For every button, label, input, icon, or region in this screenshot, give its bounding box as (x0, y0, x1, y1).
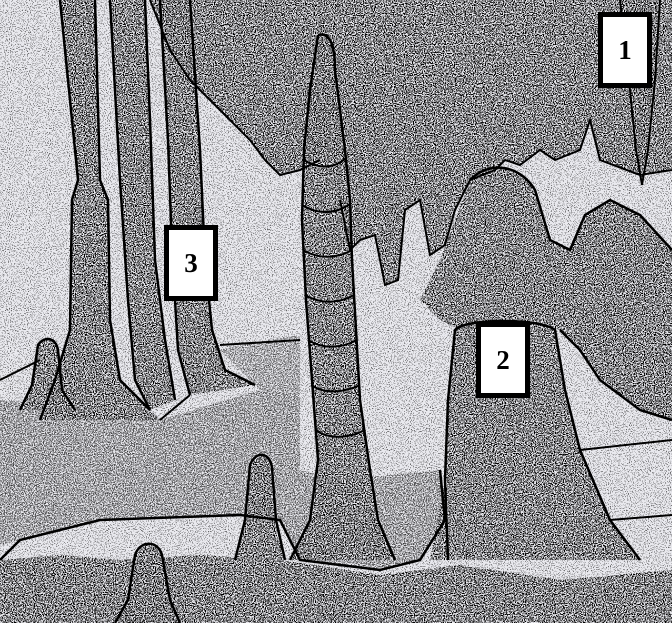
label-3-box: 3 (164, 225, 218, 301)
label-2-text: 2 (496, 345, 510, 376)
label-1-box: 1 (598, 12, 652, 88)
label-1-text: 1 (618, 35, 632, 66)
label-3-text: 3 (184, 248, 198, 279)
label-2-box: 2 (476, 322, 530, 398)
